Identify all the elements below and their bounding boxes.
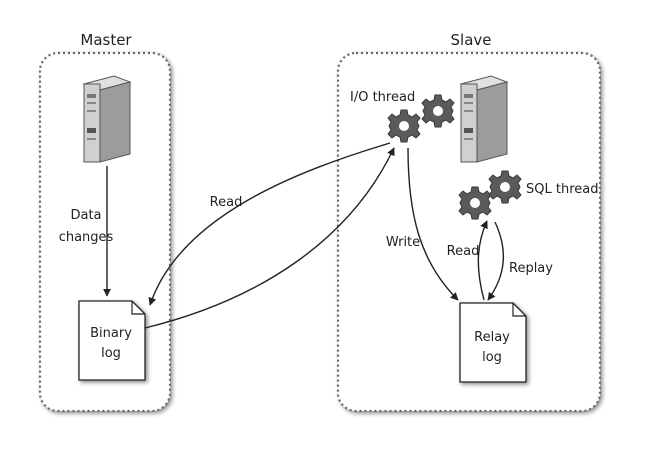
data-changes-label-line1: Data (70, 208, 101, 223)
relay-log-label-line2: log (482, 350, 502, 365)
binary-log-label-line1: Binary (90, 326, 132, 341)
binlog-to-io-thread-arrow (144, 147, 395, 329)
io-thread-label: I/O thread (350, 90, 415, 105)
slave-panel (336, 51, 602, 413)
binary-log-document (78, 300, 146, 381)
master-server-icon (83, 75, 131, 163)
read-arrow-to-binary-log (148, 142, 391, 306)
read-label-slave: Read (447, 244, 480, 259)
relay-log-label-line1: Relay (474, 330, 510, 345)
binary-log-label-line2: log (101, 346, 121, 361)
write-label: Write (386, 235, 420, 250)
relay-log-fold (512, 303, 526, 317)
sql-thread-label: SQL thread (526, 182, 598, 197)
write-arrow (407, 147, 459, 301)
sql-thread-gear-icon-2 (488, 170, 522, 204)
read-arrow-relay-to-sql (477, 220, 488, 301)
master-title: Master (80, 31, 132, 49)
sql-thread-gear-icon (458, 186, 492, 220)
read-label-master: Read (210, 195, 243, 210)
replay-arrow (487, 221, 505, 301)
io-thread-gear-icon (387, 109, 421, 143)
replay-label: Replay (509, 261, 553, 276)
slave-server-icon (460, 75, 508, 163)
io-thread-gear-icon-2 (421, 94, 455, 128)
slave-title: Slave (451, 31, 492, 49)
data-changes-label-line2: changes (59, 230, 114, 245)
binary-log-fold (131, 301, 145, 315)
relay-log-document (459, 302, 527, 383)
